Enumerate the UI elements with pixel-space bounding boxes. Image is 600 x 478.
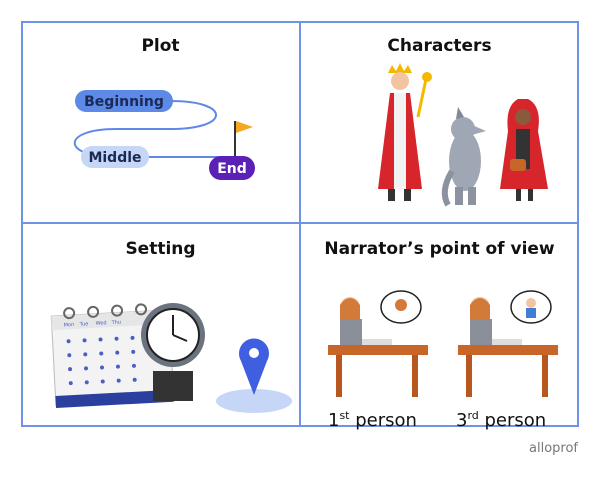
characters-illustration: [378, 63, 548, 207]
setting-title: Setting: [125, 239, 196, 259]
plot-step-end: End: [217, 161, 247, 177]
characters-quadrant: Characters: [300, 21, 579, 223]
plot-title: Plot: [141, 36, 180, 56]
wolf-figure: [441, 107, 486, 207]
weekday-thu: Thu: [111, 319, 122, 326]
setting-illustration: Mon Tue Wed Thu: [50, 303, 292, 413]
concept-grid: Plot Beginning Middle End Characters: [21, 21, 579, 431]
weekday-tue: Tue: [79, 321, 89, 327]
calendar-icon: Mon Tue Wed Thu: [50, 303, 175, 408]
plot-quadrant: Plot Beginning Middle End: [21, 21, 300, 223]
third-person-label: 3rd person: [456, 409, 547, 431]
king-figure: [378, 63, 432, 201]
end-pill: [209, 156, 255, 180]
clock-icon: [141, 303, 205, 401]
weekday-mon: Mon: [64, 322, 75, 329]
red-riding-hood-figure: [500, 99, 548, 201]
characters-title: Characters: [387, 36, 492, 56]
weekday-wed: Wed: [96, 320, 107, 327]
first-person-label: 1st person: [328, 409, 417, 431]
plot-step-middle: Middle: [88, 150, 141, 166]
setting-quadrant: Setting Mon Tue Wed Thu: [21, 223, 300, 427]
grid-lines: [21, 21, 579, 427]
narrator-illustration: [328, 290, 558, 397]
plot-step-beginning: Beginning: [84, 94, 164, 110]
narrator-title: Narrator’s point of view: [324, 239, 555, 259]
third-person-scene: [458, 290, 558, 397]
plot-diagram: Beginning Middle End: [73, 90, 255, 180]
narrator-quadrant: Narrator’s point of view: [300, 223, 579, 431]
location-pin-icon: [216, 338, 292, 413]
flag-icon: [236, 121, 253, 133]
first-person-scene: [328, 290, 428, 397]
middle-pill: [81, 146, 149, 168]
brand-logo: alloprof: [529, 441, 578, 456]
beginning-pill: [75, 90, 173, 112]
